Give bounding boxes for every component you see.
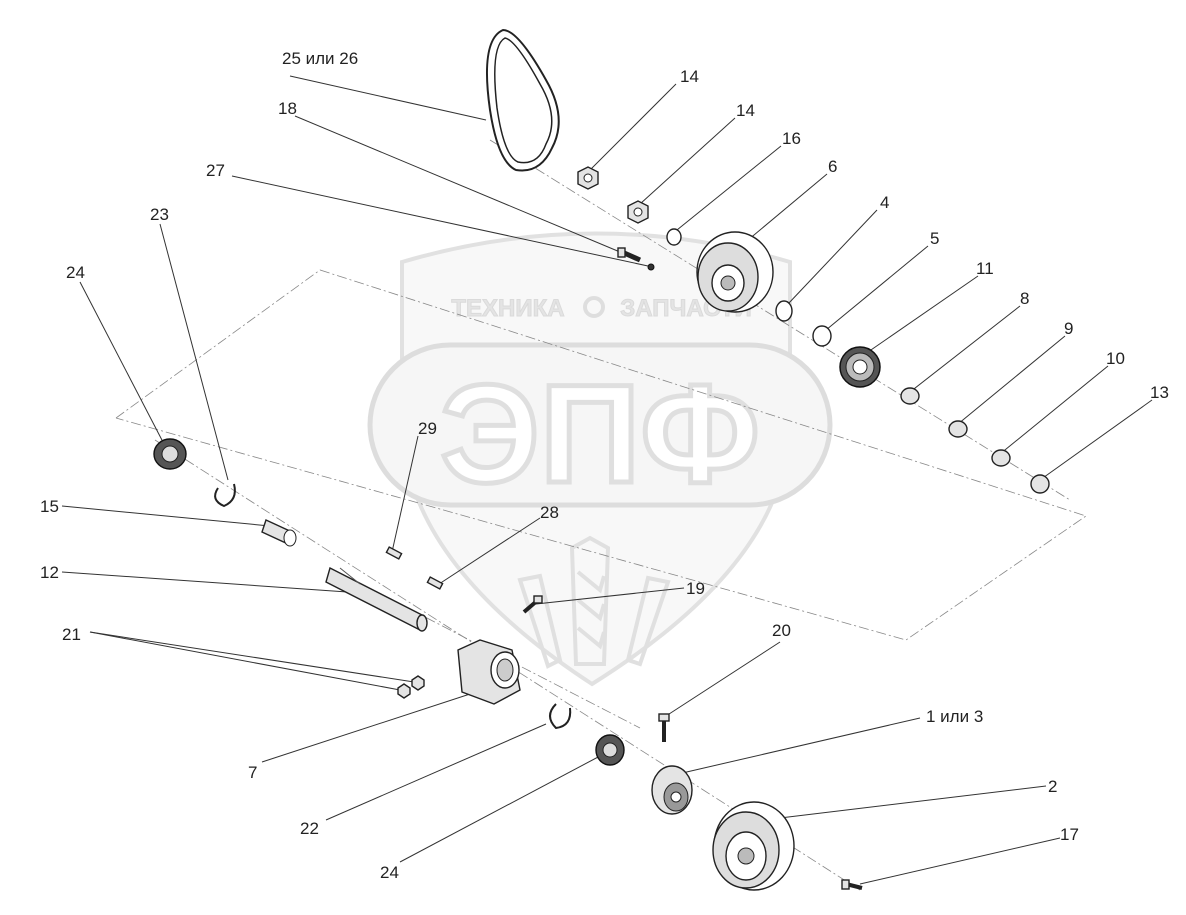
callout-20: 20 [772, 621, 791, 640]
bearing-24-lower [595, 734, 625, 766]
callout-28: 28 [540, 503, 559, 522]
callout-9: 9 [1064, 319, 1073, 338]
callout-4: 4 [880, 193, 889, 212]
callout-10: 10 [1106, 349, 1125, 368]
callout-11: 11 [976, 259, 994, 278]
callout-16: 16 [782, 129, 801, 148]
shaft-12 [325, 566, 428, 632]
circlip-23 [214, 483, 236, 508]
callout-24-lower: 24 [380, 863, 399, 882]
callout-22: 22 [300, 819, 319, 838]
callout-5: 5 [930, 229, 939, 248]
v-belt [485, 28, 560, 172]
ring-16 [666, 228, 682, 246]
hub-1-or-3 [651, 765, 693, 815]
watermark-main-letters: ЭПФ [440, 355, 760, 512]
circlip-22 [549, 703, 572, 730]
key-29 [385, 546, 403, 560]
bolt-19 [522, 595, 543, 614]
pulley-2 [712, 801, 795, 891]
key-28 [426, 576, 444, 590]
bushing-13 [1030, 474, 1050, 494]
callout-29: 29 [418, 419, 437, 438]
bushing-8 [900, 387, 920, 405]
bolt-17 [841, 879, 863, 890]
callout-19: 19 [686, 579, 705, 598]
callout-2: 2 [1048, 777, 1057, 796]
nut-21a [397, 683, 411, 699]
housing-7 [457, 639, 521, 705]
callout-15: 15 [40, 497, 59, 516]
callout-12: 12 [40, 563, 59, 582]
callout-13: 13 [1150, 383, 1169, 402]
leader-lines [61, 75, 1153, 885]
ring-4 [775, 300, 793, 322]
pulley-6 [696, 231, 774, 313]
callout-14a: 14 [680, 67, 699, 86]
sleeve-15 [261, 519, 297, 547]
callout-27: 27 [206, 161, 225, 180]
callout-14b: 14 [736, 101, 755, 120]
bushing-9 [948, 420, 968, 438]
bushing-10 [991, 449, 1011, 467]
nut-lower [627, 200, 649, 224]
callout-18: 18 [278, 99, 297, 118]
callout-1-or-3: 1 или 3 [926, 707, 983, 726]
callout-25-26: 25 или 26 [282, 49, 358, 68]
sprocket-11 [839, 346, 881, 388]
callout-23: 23 [150, 205, 169, 224]
callout-7: 7 [248, 763, 257, 782]
ball-27 [647, 263, 655, 271]
wheat-icon [517, 535, 671, 669]
callout-labels: 25 или 26 14 14 18 16 6 27 4 23 5 24 11 … [40, 49, 1169, 882]
watermark-logo: ТЕХНИКА ЗАПЧАСТИ ЭПФ [367, 231, 833, 687]
nut-upper [577, 166, 599, 190]
bolt-18 [617, 247, 642, 263]
bearing-24-upper [153, 438, 187, 470]
callout-6: 6 [828, 157, 837, 176]
gear-icon [583, 296, 605, 318]
bolt-20 [658, 713, 670, 742]
callout-17: 17 [1060, 825, 1079, 844]
watermark-text-left: ТЕХНИКА [451, 295, 564, 322]
callout-24-upper: 24 [66, 263, 85, 282]
nut-21b [411, 675, 425, 691]
callout-21: 21 [62, 625, 81, 644]
callout-8: 8 [1020, 289, 1029, 308]
ring-5 [812, 325, 832, 347]
